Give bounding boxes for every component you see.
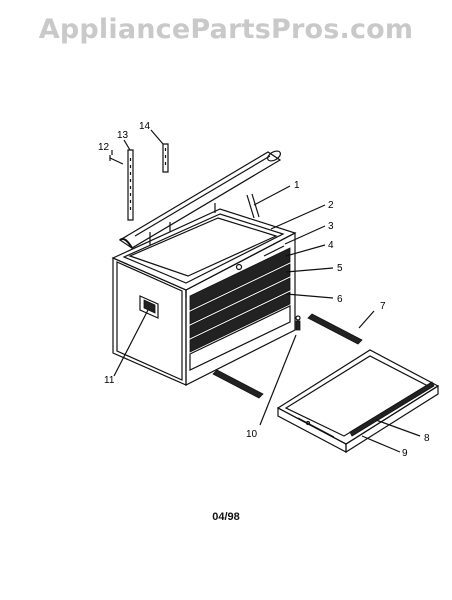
drawer-bank [189,245,291,371]
callout-9: 9 [402,448,408,459]
hinge-strip-long [127,149,134,221]
callout-10: 10 [246,429,258,440]
callout-14: 14 [139,121,151,132]
callout-8: 8 [424,433,430,444]
screw-part [109,155,124,165]
lock-icon [235,263,243,271]
cabinet-body [111,208,297,386]
side-handle [139,295,159,319]
callout-7: 7 [380,301,386,312]
date-code: 04/98 [212,511,240,523]
drawer-tray [276,349,440,454]
callout-5: 5 [337,263,343,274]
callout-4: 4 [328,240,334,251]
callout-11: 11 [104,375,115,386]
drawer-slide-lower [212,369,264,399]
drawer-slide-upper [307,313,363,345]
site-watermark: AppliancePartsPros.com [38,14,414,45]
callout-2: 2 [328,200,334,211]
slide-bracket [295,315,301,331]
callout-1: 1 [294,180,300,191]
callout-12: 12 [98,142,110,153]
callout-6: 6 [337,294,343,305]
leader-lines [111,129,421,453]
hinge-strip-short [162,143,169,173]
chest-lid [118,150,282,249]
callout-3: 3 [328,221,334,232]
callout-13: 13 [117,130,129,141]
